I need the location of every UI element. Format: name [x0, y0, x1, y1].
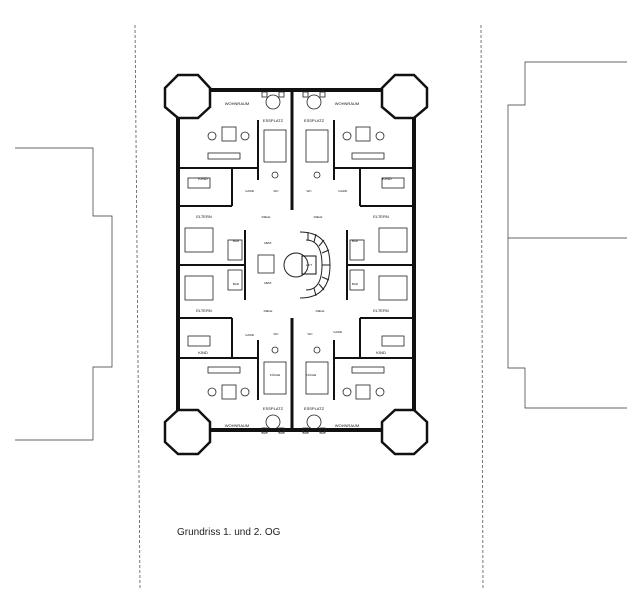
label-essplatz-nw: ESSPLATZ	[263, 118, 284, 123]
neighbor-left	[15, 147, 113, 441]
label-gard-ne: GARD.	[338, 189, 348, 193]
label-eltern-ne: ELTERN	[373, 214, 389, 219]
label-wohnraum-ne: WOHNRAUM	[335, 101, 359, 106]
label-wc-nw: WC	[274, 189, 280, 193]
label-abst-s: ABST.	[264, 281, 273, 285]
staircase	[283, 231, 331, 299]
bay-sw	[163, 408, 212, 456]
label-kind-se: KIND	[376, 350, 386, 355]
label-kueche-se: KÜCHE	[306, 373, 317, 377]
label-wc-sw: WC	[274, 332, 280, 336]
label-bad-sw: BAD	[233, 282, 240, 286]
label-wohnraum-nw: WOHNRAUM	[225, 101, 249, 106]
label-diele-nw: DIELE	[262, 215, 271, 219]
label-wc-se: WC	[308, 332, 314, 336]
outer-wall	[176, 88, 416, 432]
property-boundaries	[134, 24, 484, 589]
label-kind-nw: KIND	[198, 176, 208, 181]
label-diele-ne: DIELE	[314, 215, 323, 219]
label-bad-se: BAD	[352, 282, 359, 286]
label-eltern-nw: ELTERN	[196, 214, 212, 219]
bay-nw	[163, 73, 212, 120]
label-bad-nw: BAD	[233, 239, 240, 243]
label-wohnraum-sw: WOHNRAUM	[225, 423, 249, 428]
label-essplatz-sw: ESSPLATZ	[263, 406, 284, 411]
label-lift: LIFT	[306, 263, 312, 267]
bay-se	[380, 408, 429, 456]
lift-shaft	[301, 255, 317, 275]
kitchens	[263, 129, 329, 395]
room-labels: WOHNRAUM WOHNRAUM WOHNRAUM WOHNRAUM ESSP…	[196, 101, 392, 428]
label-kind-sw: KIND	[198, 350, 208, 355]
label-essplatz-ne: ESSPLATZ	[304, 118, 325, 123]
neighbor-buildings	[15, 61, 627, 441]
label-wc-ne: WC	[307, 189, 313, 193]
beds	[184, 177, 408, 347]
neighbor-right	[507, 61, 627, 409]
plan-caption: Grundriss 1. und 2. OG	[177, 527, 281, 538]
label-diele-sw: DIELE	[264, 309, 273, 313]
label-essplatz-se: ESSPLATZ	[304, 406, 325, 411]
living-seating	[207, 126, 385, 400]
label-bad-ne: BAD	[352, 239, 359, 243]
boundary-right	[480, 24, 484, 589]
room-dividers	[178, 120, 414, 400]
label-diele-se: DIELE	[316, 309, 325, 313]
boundary-left	[134, 24, 141, 589]
label-gard-nw: GARD.	[245, 189, 255, 193]
dining-tables	[261, 91, 326, 434]
bay-ne	[380, 73, 429, 120]
label-eltern-se: ELTERN	[373, 308, 389, 313]
label-kueche-sw: KÜCHE	[270, 373, 281, 377]
bath-fixtures	[227, 239, 365, 291]
label-abst-n: ABST.	[264, 241, 273, 245]
building: WOHNRAUM WOHNRAUM WOHNRAUM WOHNRAUM ESSP…	[163, 73, 429, 456]
label-eltern-sw: ELTERN	[196, 308, 212, 313]
label-gard-se: GARD.	[333, 330, 343, 334]
label-kind-ne: KIND	[382, 176, 392, 181]
corner-bays	[163, 73, 429, 456]
label-gard-sw: GARD.	[245, 333, 255, 337]
label-wohnraum-se: WOHNRAUM	[335, 423, 359, 428]
